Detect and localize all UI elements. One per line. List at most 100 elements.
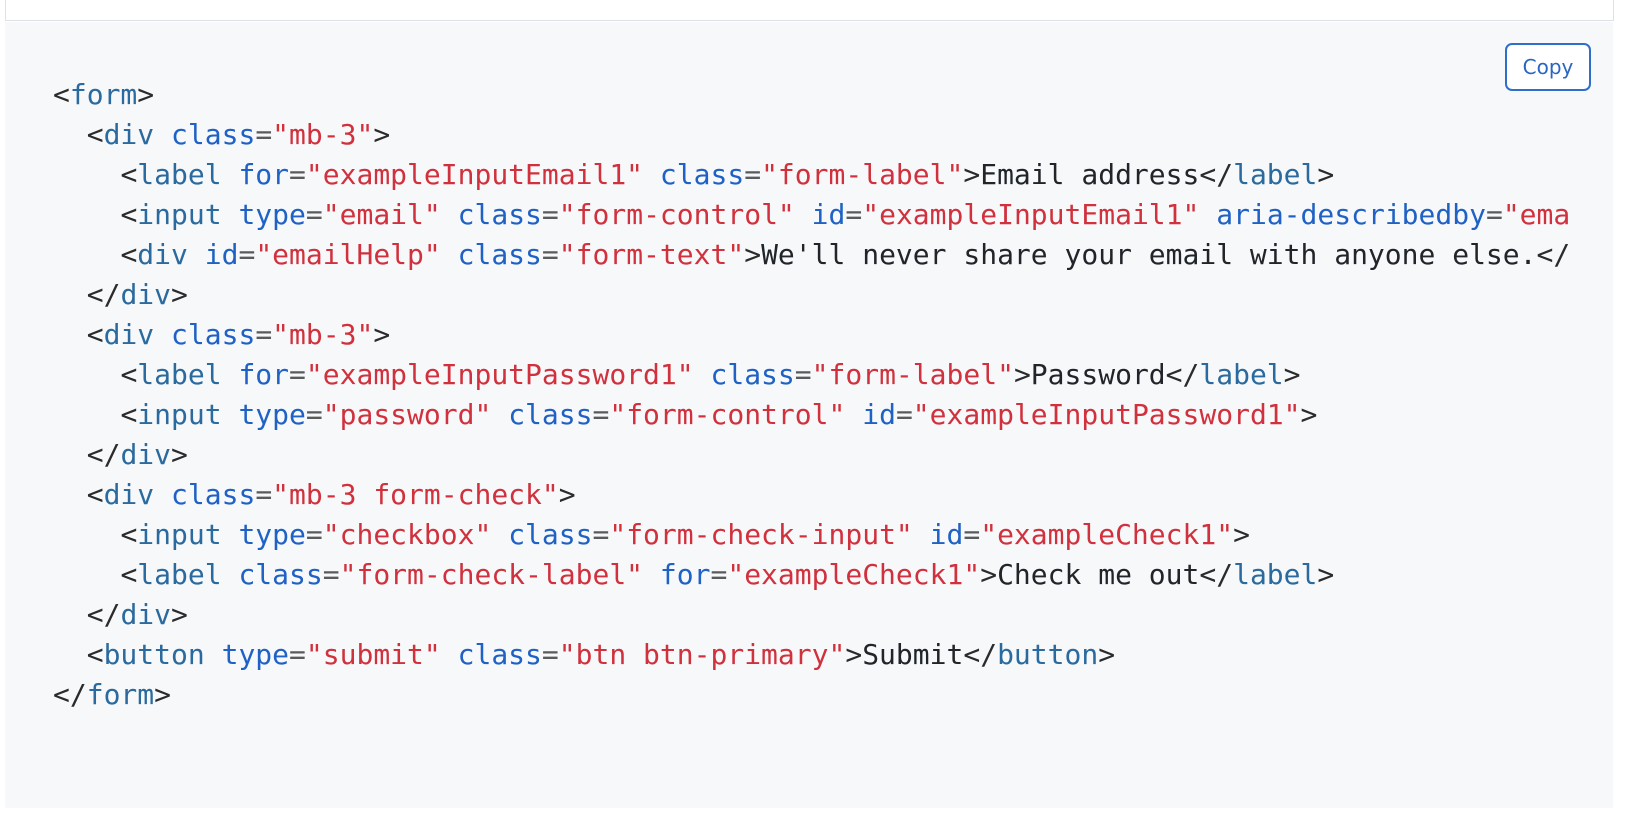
code-token-attr: type (238, 398, 306, 431)
code-token-eq: = (541, 198, 559, 231)
code-token-str: "exampleInputEmail1" (862, 198, 1200, 231)
code-token-punct: > (171, 278, 188, 311)
code-token-text (441, 198, 458, 231)
code-token-text (1199, 198, 1216, 231)
code-token-attr: class (457, 238, 542, 271)
code-token-attr: class (457, 638, 542, 671)
code-token-punct: < (86, 318, 104, 351)
code-token-text (53, 398, 120, 431)
code-token-punct: < (120, 158, 138, 191)
code-token-text (53, 198, 120, 231)
code-token-str: "mb-3" (272, 318, 374, 351)
code-token-attr: id (862, 398, 896, 431)
code-token-eq: = (322, 558, 340, 591)
code-token-text (53, 238, 120, 271)
code-token-punct: > (1283, 358, 1301, 391)
code-token-attr: id (204, 238, 239, 271)
code-token-attr: class (457, 198, 542, 231)
code-token-punct: > (1317, 158, 1335, 191)
code-line: </form> (53, 675, 1593, 715)
code-line: <input type="checkbox" class="form-check… (53, 515, 1593, 555)
code-token-eq: = (541, 638, 559, 671)
code-token-text (53, 318, 87, 351)
code-token-attr: class (508, 518, 593, 551)
code-token-str: "exampleInputPassword1" (305, 358, 694, 391)
preview-card-bottom (5, 0, 1614, 21)
code-token-eq: = (744, 158, 762, 191)
code-token-text (694, 358, 711, 391)
code-token-str: "exampleCheck1" (980, 518, 1234, 551)
code-token-text (205, 638, 222, 671)
code-token-tag: form (69, 78, 138, 111)
code-token-str: "form-label" (811, 358, 1014, 391)
code-token-punct: > (845, 638, 863, 671)
code-token-text (53, 278, 87, 311)
code-token-punct: < (120, 358, 138, 391)
code-token-str: "email" (322, 198, 441, 231)
code-token-punct: > (1013, 358, 1031, 391)
code-token-str: "exampleCheck1" (727, 558, 981, 591)
code-line: </div> (53, 595, 1593, 635)
code-token-text (795, 198, 812, 231)
code-token-text (491, 518, 508, 551)
code-snippet-panel: Copy <form> <div class="mb-3"> <label fo… (5, 22, 1613, 808)
code-token-text (222, 358, 239, 391)
code-token-text (441, 238, 458, 271)
code-token-text (222, 398, 239, 431)
code-token-text (53, 638, 87, 671)
code-token-attr: class (508, 398, 593, 431)
code-token-eq: = (289, 158, 306, 191)
code-token-text (188, 238, 205, 271)
code-token-str: "submit" (305, 638, 441, 671)
code-token-str: "ema (1502, 198, 1571, 231)
code-token-str: "btn btn-primary" (558, 638, 846, 671)
code-token-punct: > (744, 238, 762, 271)
code-token-str: "emailHelp" (255, 238, 441, 271)
code-line: <div class="mb-3 form-check"> (53, 475, 1593, 515)
code-line: <div class="mb-3"> (53, 315, 1593, 355)
code-token-eq: = (255, 478, 273, 511)
code-token-str: "form-control" (558, 198, 795, 231)
code-token-text (53, 358, 120, 391)
code-token-tag: label (137, 158, 222, 191)
code-token-tag: form (86, 678, 155, 711)
code-token-str: "checkbox" (322, 518, 492, 551)
code-token-punct: < (120, 398, 138, 431)
code-token-eq: = (592, 398, 610, 431)
code-token-str: "form-label" (761, 158, 964, 191)
code-token-text (913, 518, 930, 551)
code-token-eq: = (305, 398, 323, 431)
code-token-attr: class (659, 158, 745, 191)
copy-button[interactable]: Copy (1505, 43, 1591, 91)
code-token-eq: = (845, 198, 863, 231)
code-token-tag: div (103, 118, 155, 151)
code-line: <button type="submit" class="btn btn-pri… (53, 635, 1593, 675)
code-token-text (53, 118, 87, 151)
code-token-punct: > (171, 438, 188, 471)
code-token-tag: button (997, 638, 1099, 671)
code-token-text (643, 158, 660, 191)
code-token-punct: </ (53, 678, 87, 711)
code-token-punct: > (1098, 638, 1116, 671)
code-token-str: "exampleInputEmail1" (305, 158, 644, 191)
code-line: <label for="exampleInputPassword1" class… (53, 355, 1593, 395)
code-token-tag: div (103, 478, 155, 511)
code-token-str: "form-check-label" (339, 558, 644, 591)
code-token-attr: aria-describedby (1216, 198, 1486, 231)
code-token-tag: div (137, 238, 188, 271)
code-token-punct: > (154, 678, 172, 711)
code-token-attr: for (659, 558, 711, 591)
code-token-text (53, 598, 87, 631)
code-token-text (491, 398, 508, 431)
code-token-text (441, 638, 458, 671)
code-token-attr: type (221, 638, 290, 671)
code-token-punct: < (120, 238, 138, 271)
code-token-text (154, 318, 171, 351)
code-token-text (845, 398, 862, 431)
code-token-text (53, 558, 120, 591)
code-line: <input type="password" class="form-contr… (53, 395, 1593, 435)
code-token-attr: type (238, 198, 306, 231)
code-token-text: Email address (980, 158, 1200, 191)
code-token-punct: < (86, 638, 104, 671)
code-token-tag: input (137, 198, 222, 231)
